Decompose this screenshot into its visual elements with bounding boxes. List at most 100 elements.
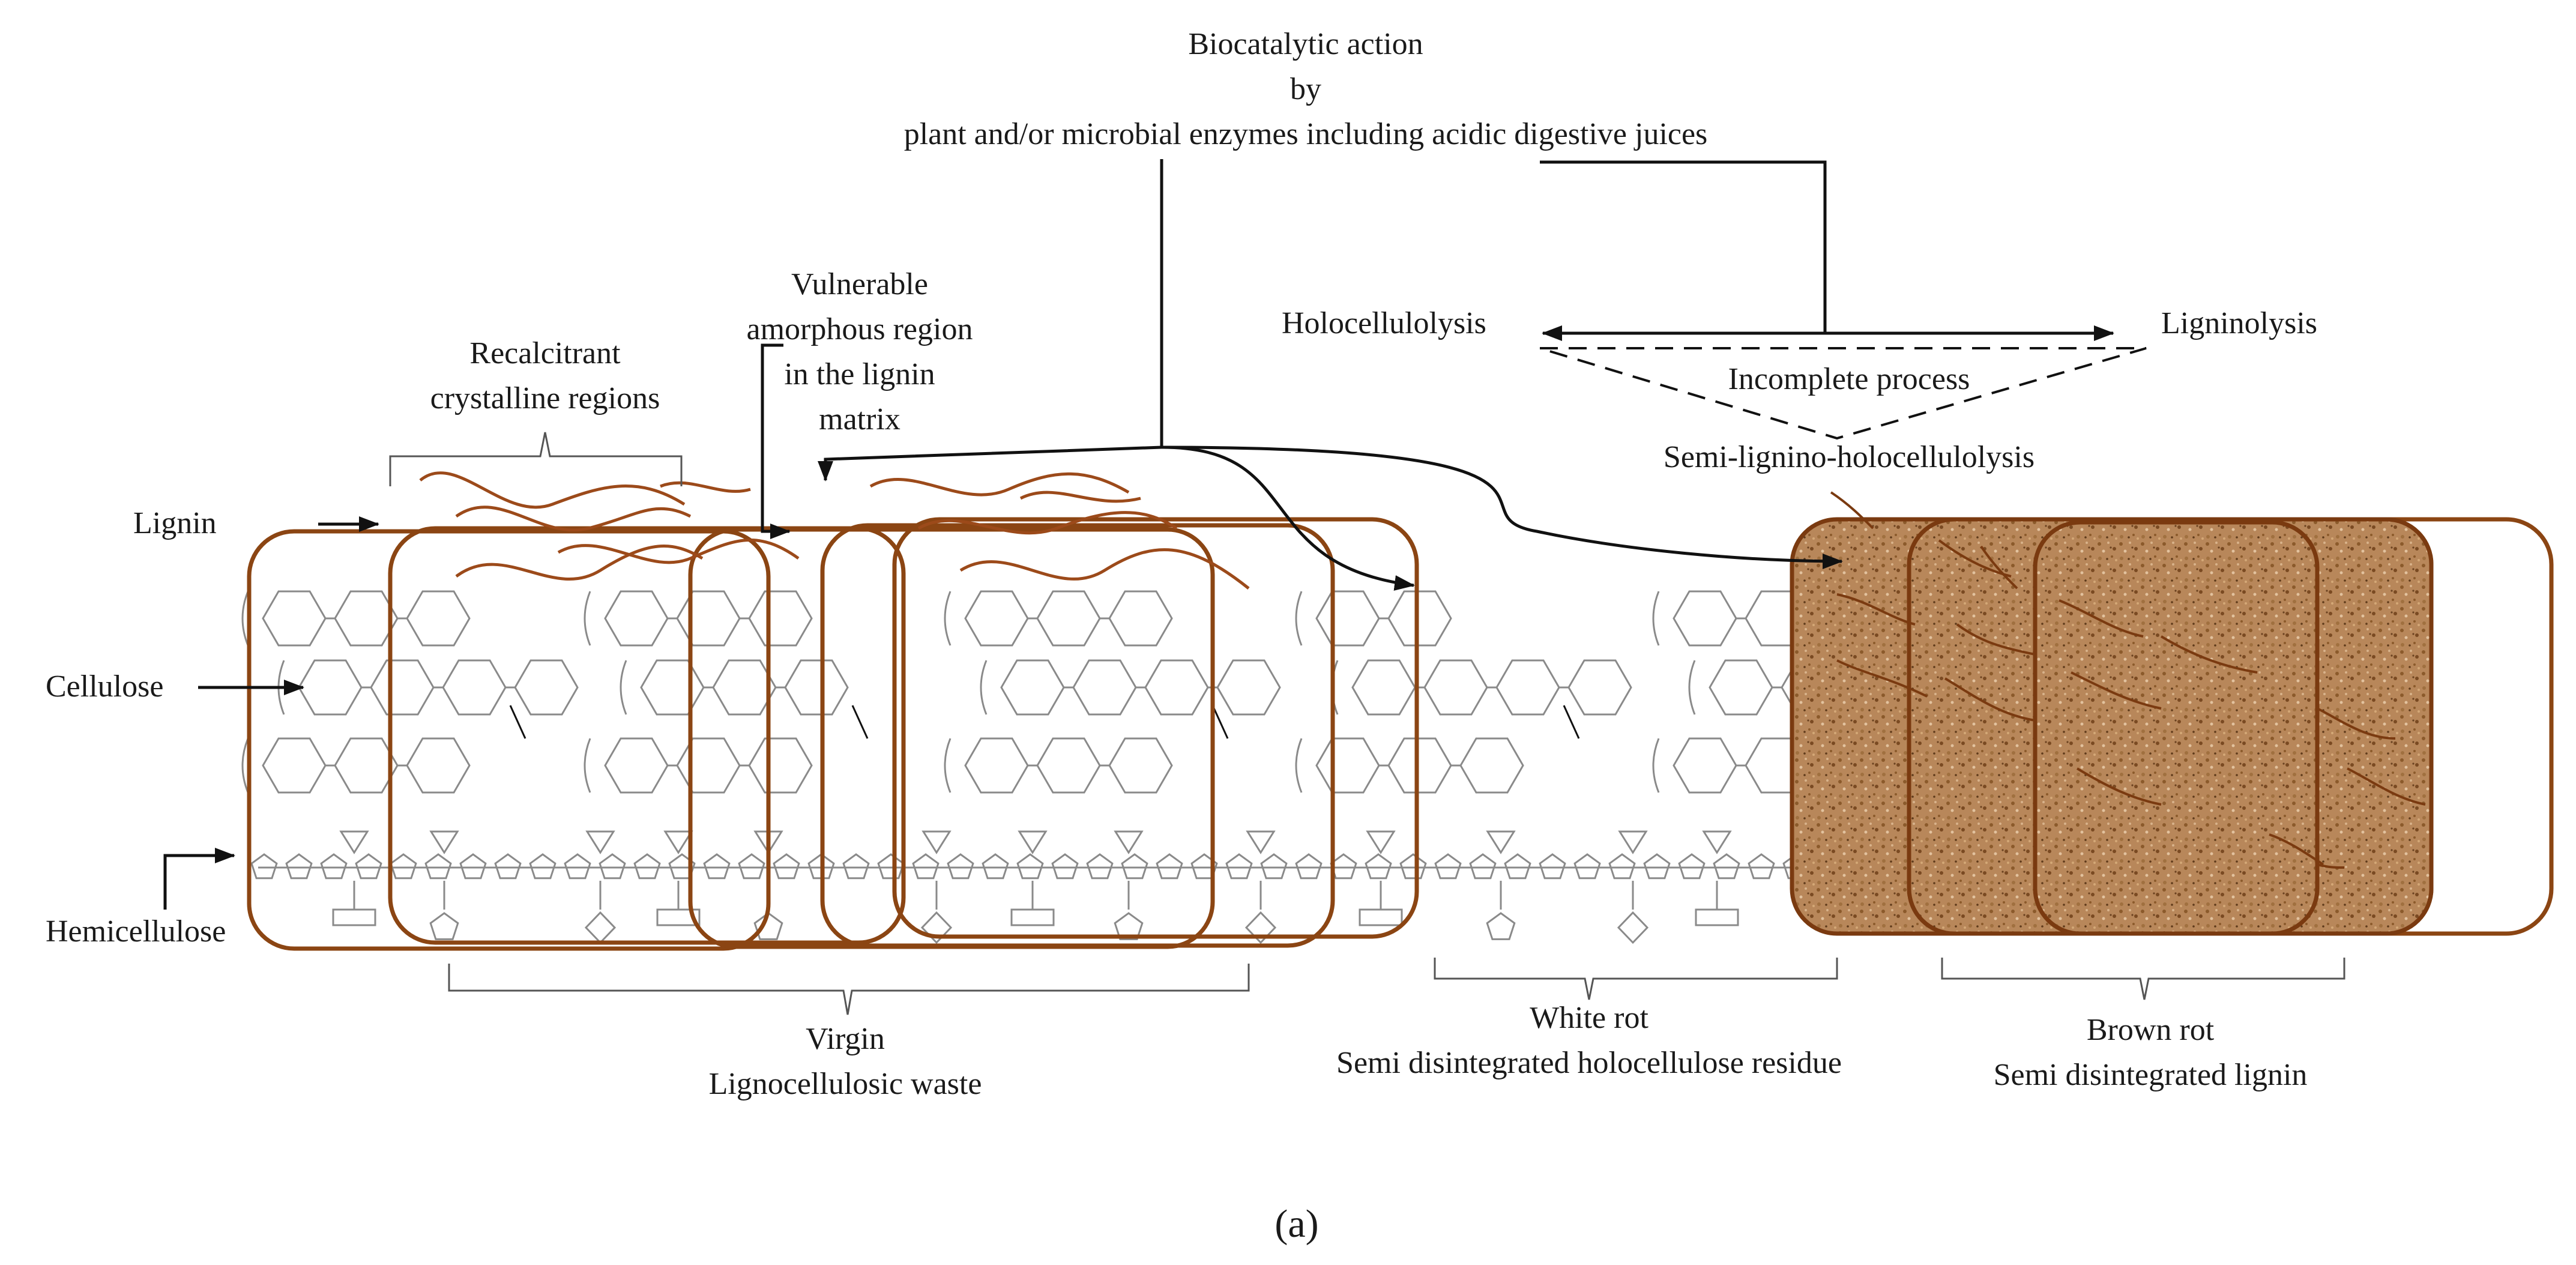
xylose-ring-icon: [947, 853, 974, 880]
xylose-ring-icon: [1156, 853, 1183, 880]
biocatalytic-agents: plant and/or microbial enzymes including…: [904, 117, 1708, 151]
glucose-ring-icon: [964, 590, 1029, 647]
glucose-ring-icon: [640, 659, 705, 716]
xylose-ring-icon: [1225, 853, 1253, 880]
xylose-ring-icon: [564, 853, 591, 880]
xylose-ring-icon: [1051, 853, 1079, 880]
holocellulolysis-label: Holocellulolysis: [1282, 306, 1486, 340]
brown-rot-fibers: [1830, 491, 2426, 869]
xylose-ring-icon: [599, 853, 626, 880]
polymer-bracket: [1652, 591, 1660, 646]
xylose-ring-icon: [424, 853, 452, 880]
brown-rot-blocks: [1790, 491, 2554, 936]
xylose-ring-icon: [877, 853, 905, 880]
glucose-ring-icon: [676, 590, 741, 647]
glucose-ring-icon: [1072, 659, 1137, 716]
glucose-ring-icon: [604, 590, 669, 647]
glucose-ring-icon: [712, 659, 777, 716]
glucose-ring-icon: [334, 590, 399, 647]
lignin-wave: [959, 548, 1250, 590]
side-group-icon: [1618, 830, 1648, 854]
xylose-ring-icon: [703, 853, 731, 880]
glucose-ring-icon: [406, 737, 471, 794]
lignin-frame: [820, 523, 1335, 948]
glucose-ring-icon: [298, 659, 363, 716]
lignin-wave: [917, 511, 1178, 535]
xylose-ring-icon: [320, 853, 348, 880]
polymer-bracket: [620, 660, 627, 715]
vulnerable-label-4: matrix: [819, 402, 900, 436]
xylose-ring-icon: [355, 853, 382, 880]
chain-link: [1563, 705, 1580, 739]
galactose-unit-icon: [1244, 911, 1277, 944]
virgin-label-1: Virgin: [806, 1022, 885, 1056]
lignin-wave: [419, 471, 686, 509]
recalcitrant-label-2: crystalline regions: [430, 381, 660, 415]
ligninolysis-label: Ligninolysis: [2161, 306, 2317, 340]
side-group-icon: [1018, 830, 1048, 854]
glucose-ring-icon: [262, 737, 327, 794]
xylose-ring-icon: [494, 853, 522, 880]
xylose-ring-icon: [390, 853, 417, 880]
cellulose-label: Cellulose: [46, 669, 163, 704]
polymer-bracket: [584, 591, 591, 646]
arabinose-ring-icon: [1114, 912, 1144, 940]
xylose-ring-icon: [285, 853, 313, 880]
glucose-ring-icon: [748, 737, 813, 794]
recalcitrant-label-1: Recalcitrant: [469, 336, 621, 370]
brown-rot-block: [2033, 520, 2320, 936]
side-group-icon: [1114, 830, 1144, 854]
lignin-wave: [869, 472, 1130, 497]
glucose-ring-icon: [1108, 590, 1173, 647]
xylose-ring-icon: [1121, 853, 1148, 880]
glucose-ring-icon: [1216, 659, 1281, 716]
xylose-ring-icon: [1016, 853, 1044, 880]
arrow-to-brown-rot: [1161, 445, 1843, 569]
lignin-frame: [388, 526, 906, 945]
xylose-ring-icon: [1399, 853, 1427, 880]
glucose-ring-icon: [1495, 659, 1560, 716]
lignin-frame: [892, 517, 1419, 939]
polymer-bracket: [944, 591, 952, 646]
polymer-bracket: [1652, 738, 1660, 793]
acetyl-group-icon: [1359, 908, 1403, 926]
side-group-icon: [1366, 830, 1396, 854]
polymer-bracket: [241, 738, 249, 793]
side-group-icon: [922, 830, 952, 854]
chain-link: [851, 705, 869, 739]
hemicellulose-pointer-arrow-icon: [163, 848, 235, 910]
glucose-ring-icon: [1387, 590, 1452, 647]
glucose-ring-icon: [784, 659, 849, 716]
panel-caption: (a): [1274, 1202, 1318, 1246]
polymer-bracket: [584, 738, 591, 793]
recalcitrant-brace: [389, 432, 683, 486]
chain-link: [509, 705, 526, 739]
xylose-ring-icon: [1469, 853, 1497, 880]
galactose-unit-icon: [584, 911, 617, 944]
white-rot-label-2: Semi disintegrated holocellulose residue: [1336, 1046, 1842, 1080]
arabinose-ring-icon: [753, 912, 783, 940]
polymer-bracket: [1295, 738, 1303, 793]
xylose-ring-icon: [842, 853, 870, 880]
brown-rot-label-2: Semi disintegrated lignin: [1994, 1058, 2308, 1092]
glucose-ring-icon: [406, 590, 471, 647]
arrow-to-white-rot: [1161, 445, 1415, 591]
side-group-icon: [585, 830, 615, 854]
lignin-wave: [1019, 491, 1141, 503]
acetyl-group-icon: [1010, 908, 1055, 926]
xylose-ring-icon: [1295, 853, 1323, 880]
polymer-bracket: [944, 738, 952, 793]
glucose-ring-icon: [1036, 590, 1101, 647]
acetyl-group-icon: [1695, 908, 1739, 926]
glucose-ring-icon: [1673, 590, 1737, 647]
polymer-bracket: [980, 660, 988, 715]
lignin-frame: [247, 529, 771, 951]
side-group-icon: [1702, 830, 1732, 854]
incomplete-process-label: Incomplete process: [1728, 362, 1970, 396]
vulnerable-arrow: [761, 343, 791, 539]
glucose-ring-icon: [1036, 737, 1101, 794]
xylose-ring-icon: [1678, 853, 1706, 880]
biocatalytic-action-title: Biocatalytic action: [1188, 27, 1423, 61]
arabinose-ring-icon: [1486, 912, 1516, 940]
polymer-bracket: [241, 591, 249, 646]
